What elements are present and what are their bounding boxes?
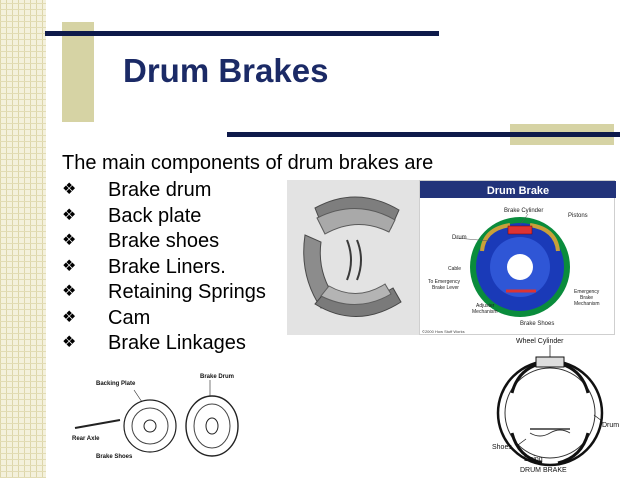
slide-title: Drum Brakes [123,52,329,89]
label-drum: Drum [452,235,467,241]
list-item-label: Brake drum [108,179,212,201]
diamond-bullet-icon: ❖ [62,257,77,275]
intro-text: The main components of drum brakes are [62,152,434,174]
label-shoes: Shoes [492,444,512,451]
list-item-label: Retaining Springs [108,281,266,303]
diamond-bullet-icon: ❖ [62,206,77,224]
credit-text: ©2000 How Stuff Works [422,329,465,334]
top-accent-bar [45,31,439,36]
label-wheel-cylinder: Wheel Cylinder [516,338,564,345]
left-stripe-decoration [0,0,46,478]
list-item-label: Brake shoes [108,230,220,252]
label-brake-cylinder: Brake Cylinder [504,208,543,214]
label-lining: Lining [524,456,543,463]
drum-brake-diagram: Drum Brake Brake Cylinder Pistons Drum C… [419,180,616,335]
tan-block-top [62,22,94,122]
drum-brake-line-diagram: Wheel Cylinder Drum Shoes Lining DRUM BR… [490,333,625,475]
list-item-label: Brake Liners. [108,255,226,278]
rear-axle-diagram: Backing Plate Brake Drum Rear Axle Brake… [70,368,260,468]
label-pistons: Pistons [568,213,588,219]
list-item-label: Cam [108,306,151,329]
diagram-title: Drum Brake [487,185,549,197]
diamond-bullet-icon: ❖ [62,232,77,249]
label-rear-axle: Rear Axle [72,436,100,442]
diamond-bullet-icon: ❖ [62,308,77,326]
list-item-label: Brake Linkages [108,332,246,354]
diamond-bullet-icon: ❖ [62,181,77,198]
brake-shoes-photo [287,180,419,335]
label-brake-shoes-2: Brake Shoes [96,454,133,460]
list-item-label: Back plate [108,204,202,227]
diamond-bullet-icon: ❖ [62,283,77,300]
label-backing-plate: Backing Plate [96,381,136,387]
bottom-accent-bar [227,132,620,137]
diamond-bullet-icon: ❖ [62,334,77,351]
label-cable: Cable [448,266,461,272]
label-brake-drum: Brake Drum [200,374,234,380]
label-brake-shoes: Brake Shoes [520,321,554,327]
label-drum-2: Drum [602,422,619,429]
caption-drum-brake: DRUM BRAKE [520,467,567,474]
